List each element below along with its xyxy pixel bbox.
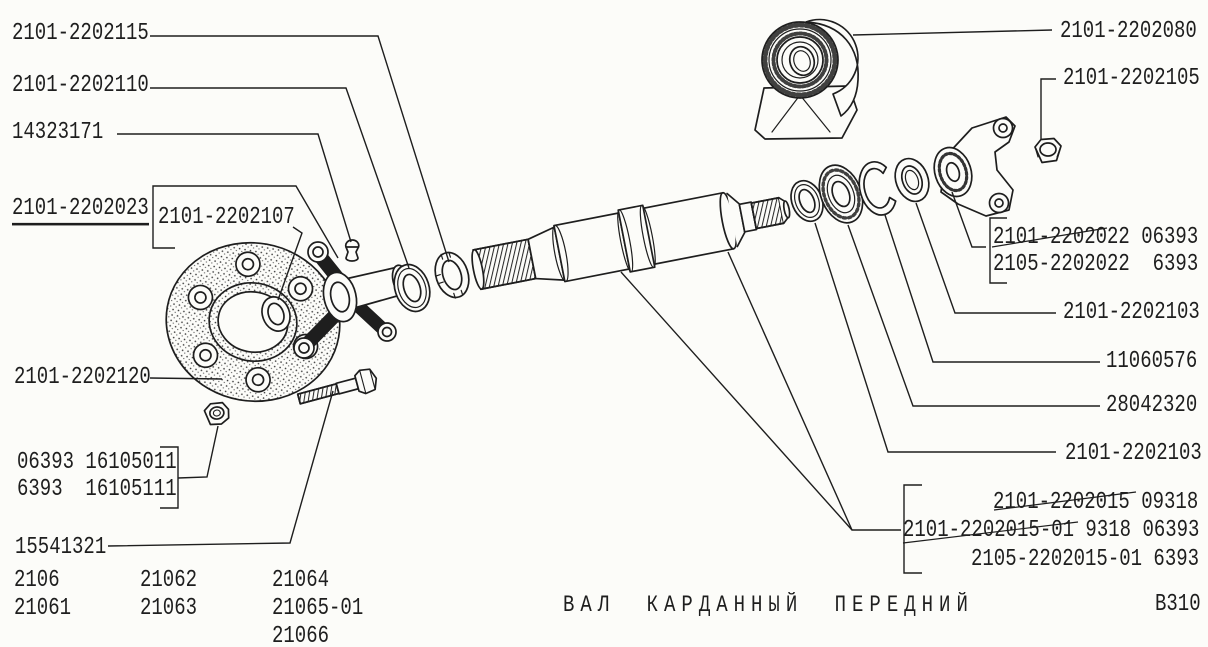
leader-line: [884, 214, 1100, 363]
part-label-2202103-lower: 2101-2202103: [1065, 438, 1202, 467]
model-code: 21062: [140, 565, 198, 594]
flange-nut-drawing: [1034, 137, 1062, 164]
part-label-2202080: 2101-2202080: [1060, 16, 1197, 45]
part-label-15541321: 15541321: [15, 532, 107, 561]
coupling-nut-drawing: [203, 401, 230, 426]
part-label-2202022-a: 2101-2202022 06393: [993, 222, 1199, 251]
drawing-title: ВАЛ КАРДАННЫЙ ПЕРЕДНИЙ: [563, 592, 974, 619]
ball-bearing-drawing: [818, 164, 864, 224]
lock-washer-drawing: [434, 251, 470, 299]
propeller-shaft-drawing: [471, 191, 791, 291]
centering-ring-drawing: [261, 296, 291, 332]
strikethrough-mark: [993, 491, 1137, 511]
leader-line: [814, 222, 1056, 453]
part-label-2202120: 2101-2202120: [14, 362, 151, 391]
leader-line: [1040, 78, 1056, 139]
bracket-2202015: [903, 484, 922, 574]
part-label-2202023: 2101-2202023: [12, 195, 149, 226]
leader-line: [727, 251, 853, 531]
leader-line: [117, 133, 352, 243]
leader-line: [951, 191, 986, 248]
model-code: 2106: [14, 565, 60, 594]
part-label-28042320: 28042320: [1106, 390, 1198, 419]
grease-fitting-drawing: [344, 239, 360, 262]
bracket-2202022: [989, 217, 1007, 284]
front-yoke-drawing: [933, 116, 1016, 217]
part-label-2202115: 2101-2202115: [12, 18, 149, 47]
model-code: 21066: [272, 621, 330, 647]
leader-line: [177, 425, 219, 479]
model-code: 21063: [140, 593, 198, 622]
strikethrough-mark: [902, 521, 1079, 544]
small-ring-drawing: [894, 157, 930, 203]
part-label-2202110: 2101-2202110: [12, 70, 149, 99]
sheet-code: В310: [1155, 589, 1201, 618]
part-label-2202015-c: 2105-2202015-01 6393: [971, 544, 1200, 573]
part-label-16105011: 06393 16105011: [17, 447, 177, 476]
leader-line: [620, 271, 901, 531]
leader-line: [149, 377, 223, 380]
part-label-2202015-b: 2101-2202015-01 9318 06393: [903, 515, 1200, 544]
center-bearing-support-drawing: [754, 18, 859, 140]
circlip-drawing: [858, 161, 897, 216]
strikethrough-mark: [991, 227, 1108, 248]
leader-line: [847, 224, 1100, 407]
leader-lines: [107, 29, 1137, 574]
model-code: 21065-01: [272, 593, 364, 622]
part-label-2202022-b: 2105-2202022 6393: [993, 249, 1199, 278]
part-label-2202015-a: 2101-2202015 09318: [993, 487, 1199, 516]
leader-line: [150, 35, 450, 263]
model-code: 21064: [272, 565, 330, 594]
model-code: 21061: [14, 593, 72, 622]
part-label-2202105: 2101-2202105: [1063, 63, 1200, 92]
part-label-2202107: 2101-2202107: [158, 202, 295, 231]
leader-line: [915, 202, 1056, 314]
part-label-2202103-upper: 2101-2202103: [1063, 297, 1200, 326]
coupling-bolt-drawing: [296, 368, 378, 405]
leader-line: [150, 87, 410, 269]
seal-ring-front-drawing: [393, 263, 431, 313]
leader-line: [852, 29, 1053, 36]
leader-line: [277, 226, 303, 301]
assembly-bracket-2202023: [152, 185, 339, 259]
part-label-14323171: 14323171: [12, 117, 104, 146]
part-label-11060576: 11060576: [1106, 346, 1198, 375]
seal-ring-rear-drawing: [790, 179, 824, 223]
leader-line: [107, 390, 334, 547]
part-label-16105111: 6393 16105111: [17, 474, 177, 503]
